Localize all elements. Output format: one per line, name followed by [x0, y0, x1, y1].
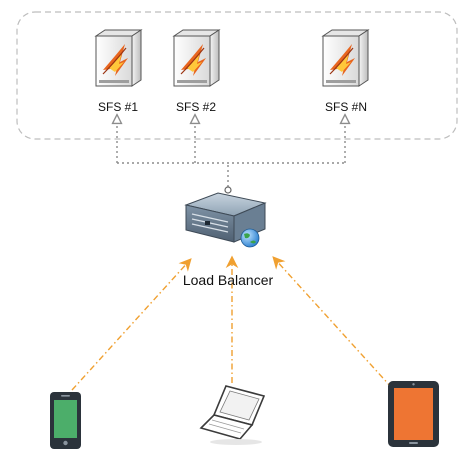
globe-icon	[240, 228, 260, 248]
smartphone-icon[interactable]	[50, 392, 81, 449]
server-label-sfs-2: SFS #2	[175, 100, 217, 114]
link-tablet-to-lb	[272, 256, 393, 389]
laptop-icon[interactable]	[199, 385, 266, 445]
load-balancer-label: Load Balancer	[182, 272, 274, 288]
server-sfs-n[interactable]	[322, 29, 369, 87]
server-tower-icon	[95, 29, 142, 87]
load-balancer-server-icon[interactable]	[184, 186, 267, 248]
server-tower-icon	[322, 29, 369, 87]
link-phone-to-lb	[71, 258, 192, 391]
tablet-icon[interactable]	[388, 381, 439, 447]
server-links	[117, 119, 345, 187]
server-group-frame	[16, 11, 458, 140]
server-sfs-2[interactable]	[173, 29, 220, 87]
server-sfs-1[interactable]	[95, 29, 142, 87]
server-label-sfs-1: SFS #1	[97, 100, 139, 114]
server-tower-icon	[173, 29, 220, 87]
client-links	[71, 255, 393, 391]
server-label-sfs-n: SFS #N	[324, 100, 368, 114]
